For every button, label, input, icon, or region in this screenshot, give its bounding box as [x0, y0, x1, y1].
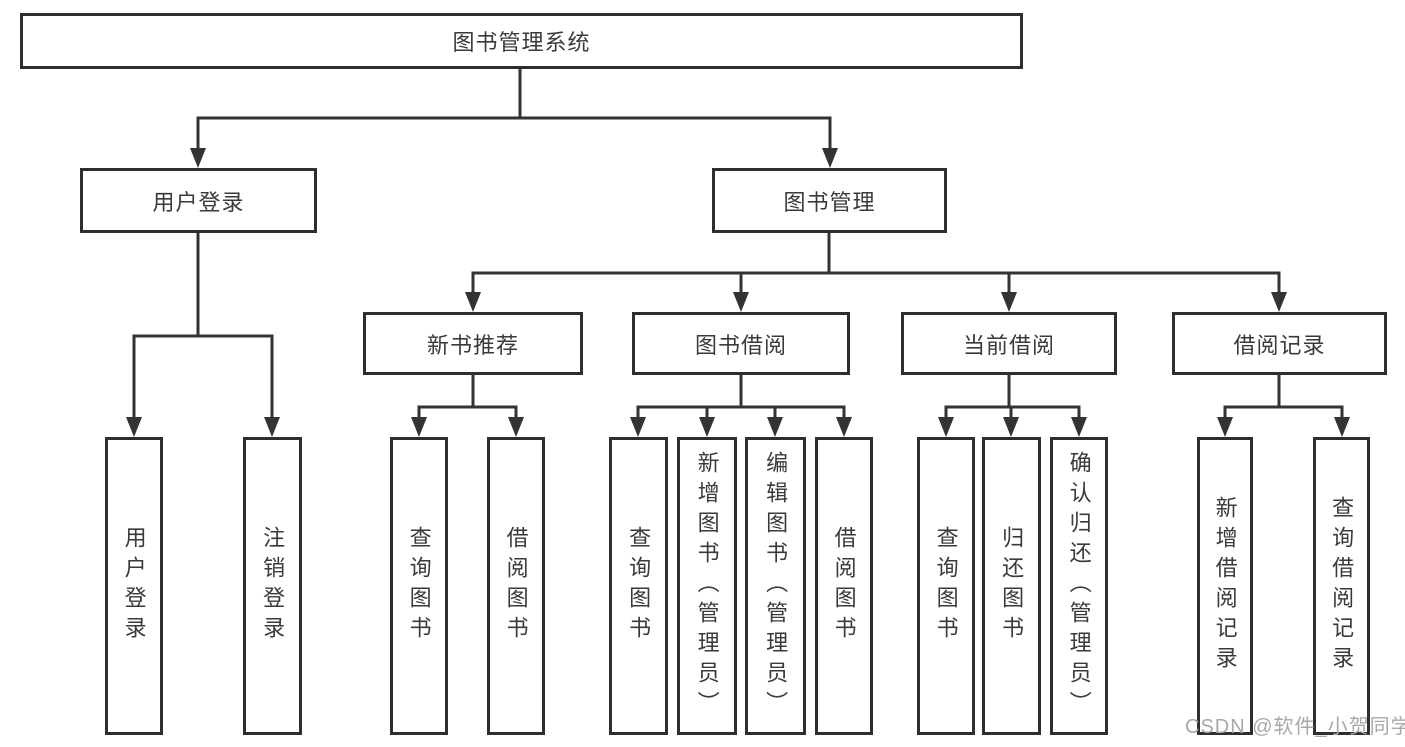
node-book-management: 图书管理 — [712, 168, 947, 233]
leaf-logout-login-label: 注销登录 — [260, 526, 286, 646]
leaf-borrowing-borrow-books-label: 借阅图书 — [831, 526, 857, 646]
leaf-recommend-query-books-label: 查询图书 — [406, 526, 432, 646]
leaf-records-query-record: 查询借阅记录 — [1313, 437, 1370, 735]
leaf-current-return-books-label: 归还图书 — [999, 526, 1025, 646]
node-current-borrowing-label: 当前借阅 — [962, 332, 1055, 358]
leaf-recommend-borrow-books: 借阅图书 — [487, 437, 545, 735]
node-current-borrowing: 当前借阅 — [901, 312, 1117, 375]
leaf-user-login: 用户登录 — [105, 437, 163, 735]
leaf-recommend-query-books: 查询图书 — [390, 437, 448, 735]
node-book-management-label: 图书管理 — [783, 189, 876, 215]
leaf-records-query-record-label: 查询借阅记录 — [1329, 496, 1355, 676]
leaf-records-add-record: 新增借阅记录 — [1197, 437, 1253, 735]
leaf-recommend-borrow-books-label: 借阅图书 — [503, 526, 529, 646]
node-borrowing-records-label: 借阅记录 — [1233, 332, 1326, 358]
node-book-borrowing: 图书借阅 — [632, 312, 850, 375]
leaf-borrowing-add-books-label: 新增图书（管理员） — [694, 451, 720, 721]
leaf-borrowing-edit-books: 编辑图书（管理员） — [745, 437, 806, 735]
node-new-book-recommend-label: 新书推荐 — [426, 332, 519, 358]
leaf-borrowing-borrow-books: 借阅图书 — [815, 437, 873, 735]
leaf-current-query-books-label: 查询图书 — [933, 526, 959, 646]
leaf-borrowing-add-books: 新增图书（管理员） — [677, 437, 737, 735]
csdn-watermark: CSDN @软件_小贺同学 — [1185, 716, 1405, 738]
leaf-logout-login: 注销登录 — [243, 437, 302, 735]
node-user-login: 用户登录 — [80, 168, 317, 233]
leaf-user-login-label: 用户登录 — [121, 526, 147, 646]
node-borrowing-records: 借阅记录 — [1172, 312, 1387, 375]
leaf-borrowing-query-books-label: 查询图书 — [626, 526, 652, 646]
arrowhead-icons — [126, 148, 1350, 437]
leaf-borrowing-edit-books-label: 编辑图书（管理员） — [763, 451, 789, 721]
leaf-current-query-books: 查询图书 — [917, 437, 975, 735]
leaf-current-confirm-return-label: 确认归还（管理员） — [1066, 451, 1092, 721]
leaf-current-return-books: 归还图书 — [982, 437, 1041, 735]
node-library-system-label: 图书管理系统 — [452, 30, 591, 55]
leaf-records-add-record-label: 新增借阅记录 — [1212, 496, 1238, 676]
node-new-book-recommend: 新书推荐 — [363, 312, 583, 375]
node-library-system: 图书管理系统 — [20, 13, 1023, 69]
leaf-borrowing-query-books: 查询图书 — [609, 437, 668, 735]
node-book-borrowing-label: 图书借阅 — [694, 332, 787, 358]
leaf-current-confirm-return: 确认归还（管理员） — [1050, 437, 1108, 735]
node-user-login-label: 用户登录 — [152, 189, 245, 215]
